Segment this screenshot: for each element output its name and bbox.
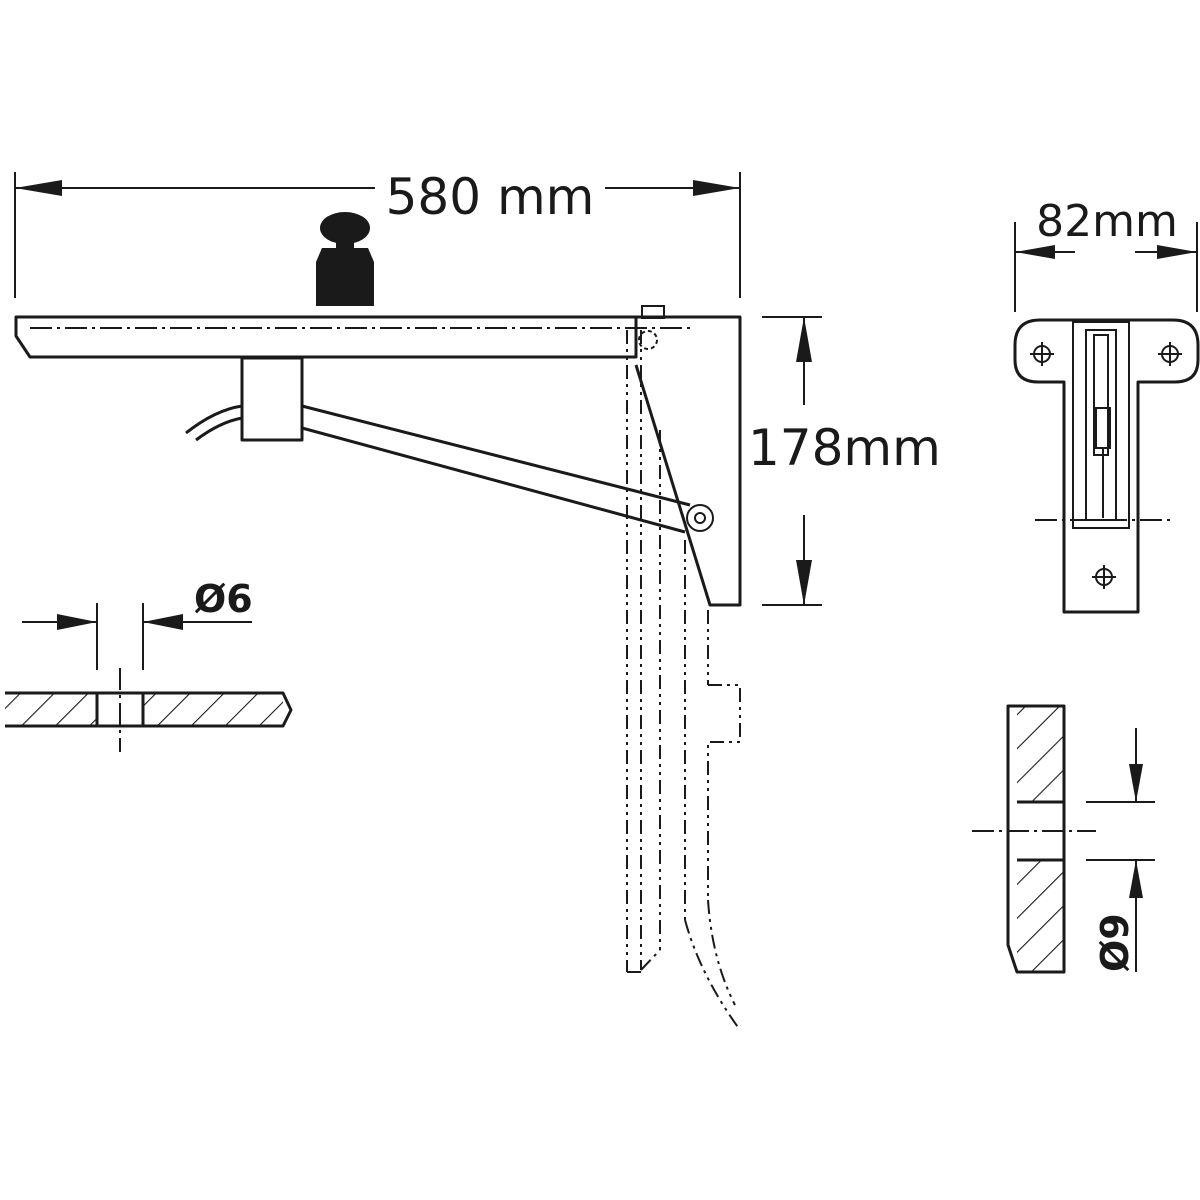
hole-6-section: Ø6 [5,577,293,752]
weight-icon [316,212,374,306]
mounting-plate-front-view: 82mm [1013,196,1200,614]
wall-plate [634,305,742,607]
bracket-side-view: 580 mm [14,168,941,1031]
screw-hole-right [1158,342,1182,366]
hole-9-label: Ø9 [1093,913,1137,972]
screw-hole-bottom [1092,565,1116,589]
height-label: 178mm [748,419,941,477]
width-label: 580 mm [386,168,595,226]
width-dimension: 580 mm [14,168,741,298]
support-strut [301,404,691,534]
shelf-arm [14,315,690,359]
plate-width-dimension: 82mm [1014,196,1198,312]
folded-position-phantom [626,330,741,1031]
hole-9-section: Ø9 [972,704,1155,974]
hole-6-label: Ø6 [194,577,253,621]
release-lever [185,404,243,442]
screw-hole-left [1030,342,1054,366]
height-dimension: 178mm [748,316,941,606]
sliding-collar [240,356,304,442]
plate-width-label: 82mm [1036,196,1178,247]
